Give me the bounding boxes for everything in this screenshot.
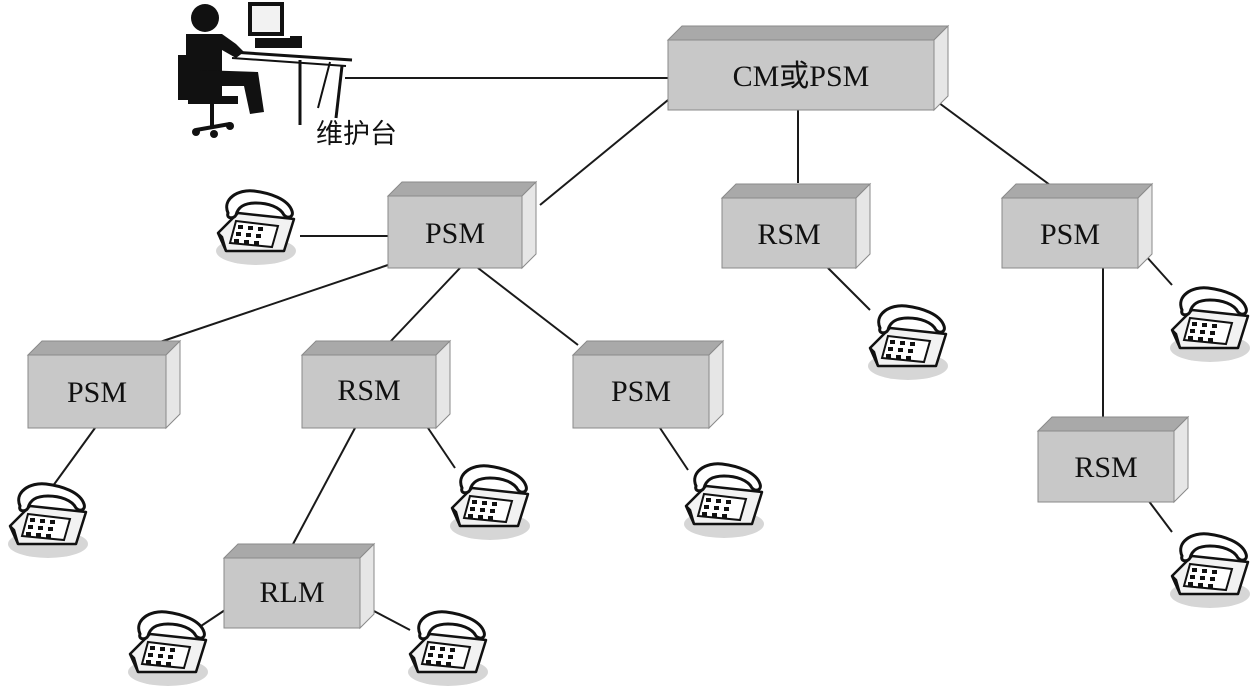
module-rsm-level2: RSM [300,339,452,430]
module-psm-level2-left: PSM [26,339,182,430]
module-label: CM或PSM [733,60,870,93]
maintenance-console-icon [178,2,353,138]
module-cm-or-psm: CM或PSM [666,24,950,112]
module-label: PSM [1040,218,1100,251]
telephone-icon [126,610,210,688]
telephone-icon [1168,286,1250,364]
module-label: RSM [1074,451,1137,484]
module-label: PSM [425,217,485,250]
module-label: RSM [757,218,820,251]
module-psm-left: PSM [386,180,538,270]
telephone-icon [448,464,532,542]
module-label: PSM [611,375,671,408]
connection-lines [49,77,1173,631]
telephone-icon [214,189,298,267]
telephone-icon [1168,532,1250,610]
module-rsm-middle: RSM [720,182,872,270]
module-rsm-right: RSM [1036,415,1190,504]
module-psm-right: PSM [1000,182,1154,270]
module-rlm: RLM [222,542,376,630]
module-psm-level2-right: PSM [571,339,725,430]
module-label: RLM [259,576,324,609]
telephone-icon [866,304,950,382]
telephone-icon [6,482,90,560]
module-label: PSM [67,376,127,409]
telephone-icon [682,462,766,540]
telephone-icon [406,610,490,688]
console-label: 维护台 [316,119,397,150]
module-label: RSM [337,374,400,407]
